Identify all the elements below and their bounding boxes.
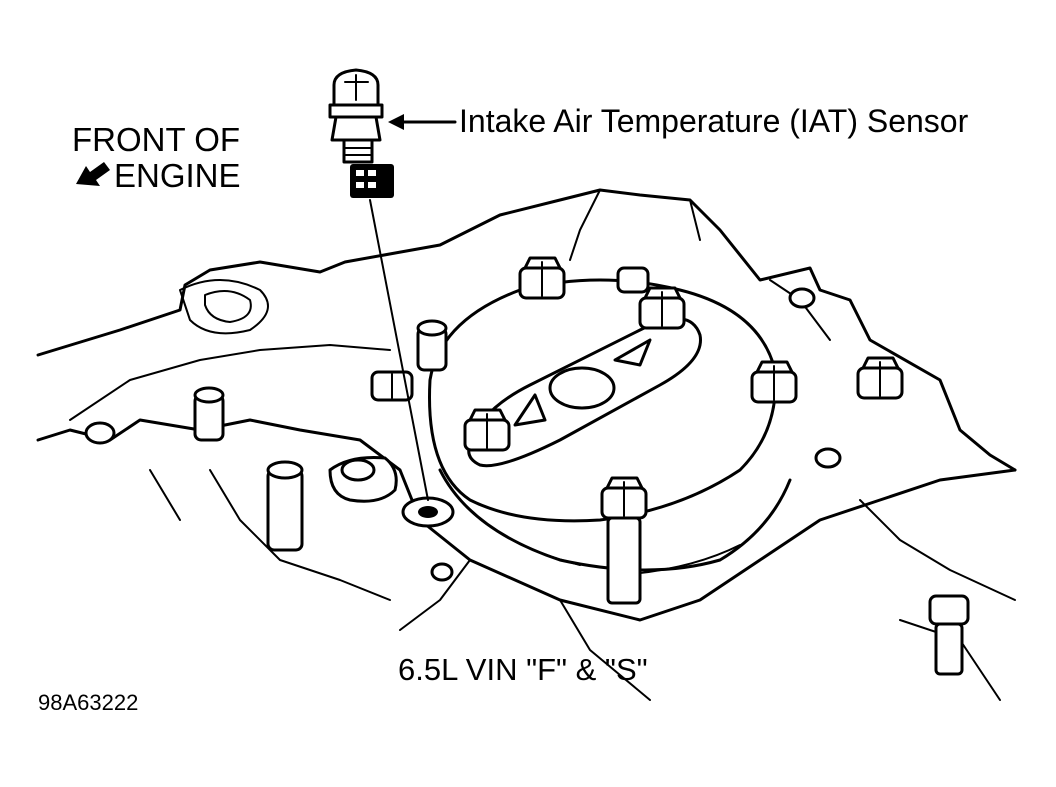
manifold-runner-left-inner: [204, 290, 252, 323]
bolt-far-right: [856, 356, 904, 400]
stud-back-right: [616, 266, 650, 294]
small-boss-bottom: [430, 562, 454, 582]
bolt-far-bottom-right: [928, 594, 970, 676]
iat-sensor: [328, 68, 394, 198]
figure-id: 98A63222: [38, 690, 139, 715]
arrow-left-down-icon: [76, 162, 110, 186]
iat-sensor-label: Intake Air Temperature (IAT) Sensor: [459, 103, 969, 139]
small-boss-far-right: [788, 287, 816, 309]
cover-plate-hole: [548, 366, 616, 410]
bolt-top: [518, 256, 566, 300]
manifold-outline: [36, 188, 1017, 472]
small-boss-right: [814, 447, 842, 469]
stud-mid-back: [416, 319, 448, 372]
small-boss-left: [84, 421, 116, 445]
front-of-engine-line1: FRONT OF: [72, 121, 241, 158]
cover-plate-slot-left: [513, 393, 547, 427]
bolt-bottom: [600, 476, 648, 605]
manifold-ridge-left: [69, 344, 391, 421]
bolt-top-right: [638, 286, 686, 330]
bracket-washer: [340, 458, 376, 482]
stud-left-back: [193, 386, 225, 442]
bolt-left: [463, 408, 511, 452]
install-guide-line: [369, 199, 429, 501]
stud-left: [266, 460, 304, 552]
front-of-engine-label: FRONT OF ENGINE: [72, 122, 241, 194]
bolt-right: [750, 360, 798, 404]
manifold-runner-left: [179, 279, 269, 335]
left-lower-contour: [149, 469, 391, 601]
arrow-left-icon: [388, 114, 457, 130]
sensor-port-bore: [418, 506, 438, 518]
front-of-engine-line2: ENGINE: [114, 157, 241, 194]
cover-plate-slot-right: [613, 338, 652, 367]
bolt-lower-left: [370, 370, 414, 402]
engine-caption: 6.5L VIN "F" & "S": [398, 652, 648, 687]
